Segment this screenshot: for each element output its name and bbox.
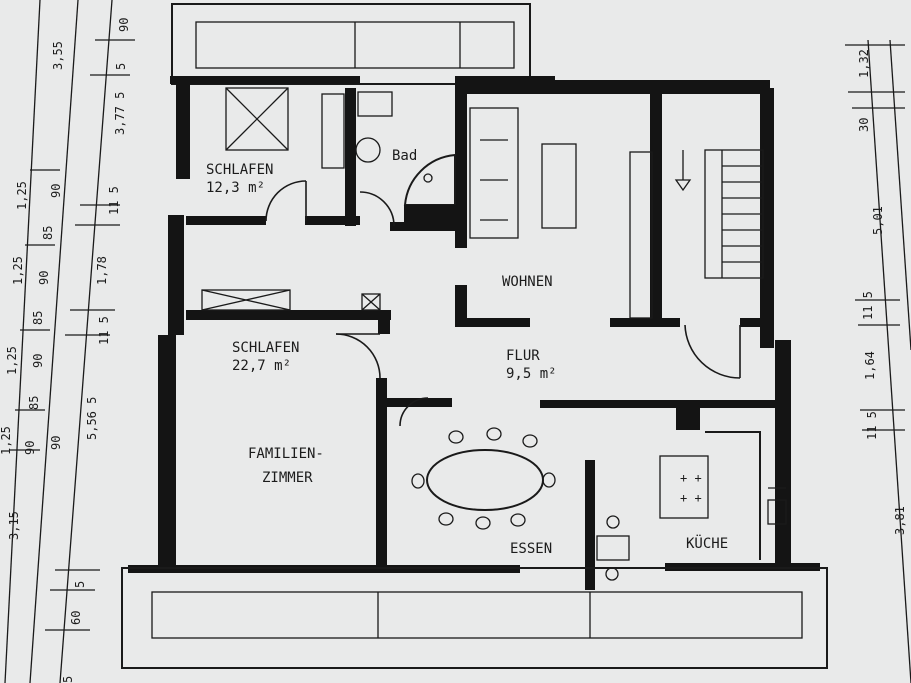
dim-left-inner-4: 1,78 (95, 256, 109, 285)
staircase (674, 149, 764, 279)
dim-left-outer-4: 3,15 (7, 511, 21, 540)
dim-left-far-1: 1,25 (15, 181, 29, 210)
dim-left-far-9: 85 (27, 396, 41, 410)
dim-left-outer-2: 3,77 5 (113, 92, 127, 135)
room-label-flur: FLUR (506, 348, 540, 364)
cooktop-burner: + + (680, 491, 702, 505)
room-label-familien-2: ZIMMER (262, 470, 313, 486)
dim-left-inner-3: 11 5 (107, 186, 121, 215)
left-inner-dimensions: 90 5 11 5 1,78 11 5 90 5 60 5 (49, 18, 131, 683)
dim-right-2: 30 (857, 118, 871, 132)
room-area-flur: 9,5 m² (506, 366, 557, 382)
dim-right-3: 5,01 (871, 206, 885, 235)
room-area-schlafen-large: 22,7 m² (232, 358, 291, 374)
dim-right-1: 1,32 (857, 49, 871, 78)
dim-left-far-4: 1,25 (11, 256, 25, 285)
room-labels: SCHLAFEN 12,3 m² Bad WOHNEN SCHLAFEN 22,… (206, 148, 728, 557)
furniture (201, 107, 653, 319)
dim-left-inner-8: 60 (69, 611, 83, 625)
dim-left-far-5: 90 (37, 271, 51, 285)
bottom-balcony (121, 563, 828, 669)
room-label-bad: Bad (392, 148, 417, 164)
outer-walls (158, 80, 791, 570)
dim-left-outer-3: 5,56 5 (85, 397, 99, 440)
dim-left-inner-1: 90 (117, 18, 131, 32)
dim-left-outer-1: 3,55 (51, 41, 65, 70)
dim-left-far-8: 90 (31, 354, 45, 368)
dim-left-inner-7: 5 (73, 581, 87, 588)
dim-right-6: 11 5 (865, 411, 879, 440)
room-label-schlafen-small: SCHLAFEN (206, 162, 273, 178)
dim-left-far-11: 90 (23, 441, 37, 455)
room-label-kueche: KÜCHE (686, 534, 728, 552)
dim-left-far-7: 1,25 (5, 346, 19, 375)
room-label-schlafen-large: SCHLAFEN (232, 340, 299, 356)
left-far-dimensions: 1,25 90 85 1,25 90 85 1,25 90 85 1,25 90 (0, 181, 63, 455)
interior-walls (186, 88, 780, 590)
dim-right-4: 11 5 (861, 291, 875, 320)
right-dimension-lines (845, 39, 911, 683)
dim-left-inner-5: 11 5 (97, 316, 111, 345)
left-dimension-lines (4, 0, 135, 683)
dim-left-far-10: 1,25 (0, 426, 13, 455)
dining-table (411, 427, 630, 581)
dim-left-far-6: 85 (31, 311, 45, 325)
dim-right-5: 1,64 (863, 351, 877, 380)
dim-left-inner-9: 5 (61, 676, 75, 683)
kitchen-counter: + + + + (659, 431, 787, 560)
right-dimensions: 1,32 30 5,01 11 5 1,64 11 5 3,81 (857, 49, 907, 535)
dim-left-inner-2: 5 (114, 63, 128, 70)
dim-left-far-2: 90 (49, 184, 63, 198)
room-area-schlafen-small: 12,3 m² (206, 180, 265, 196)
dim-left-inner-6: 90 (49, 436, 63, 450)
bathroom-fixtures (225, 87, 456, 223)
dim-left-far-3: 85 (41, 226, 55, 240)
dim-right-7: 3,81 (893, 506, 907, 535)
left-outer-dimensions: 3,55 3,77 5 5,56 5 3,15 (7, 41, 127, 540)
cooktop-burner: + + (680, 471, 702, 485)
room-label-essen: ESSEN (510, 541, 552, 557)
doors (265, 180, 741, 427)
room-label-wohnen: WOHNEN (502, 274, 553, 290)
room-label-familien-1: FAMILIEN- (248, 446, 324, 462)
